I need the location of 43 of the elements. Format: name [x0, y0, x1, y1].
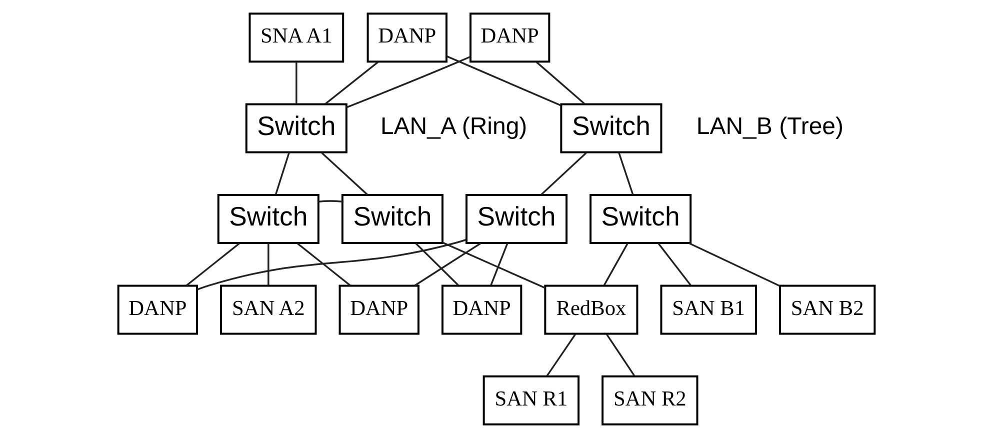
connector	[606, 334, 636, 376]
node-box: Switch	[341, 194, 444, 244]
connector	[546, 334, 576, 376]
connector	[604, 243, 628, 286]
label: LAN_A (Ring)	[380, 113, 528, 140]
node-box: SAN B1	[660, 284, 757, 335]
node-box: Switch	[465, 194, 568, 244]
connector	[186, 242, 240, 286]
node-box: DANP	[366, 12, 448, 63]
node-box: DANP	[441, 284, 522, 335]
connector	[446, 55, 562, 106]
node-box: DANP	[338, 284, 420, 335]
connector	[618, 152, 634, 195]
connector	[296, 62, 298, 104]
connector	[540, 152, 587, 196]
connector	[658, 242, 692, 286]
connector	[536, 61, 586, 105]
connector	[268, 243, 270, 286]
node-box: Switch	[560, 103, 662, 154]
connector	[324, 61, 379, 105]
node-box: DANP	[470, 12, 550, 63]
connector	[346, 56, 470, 108]
connector	[415, 242, 459, 286]
node-box: Switch	[590, 194, 692, 244]
node-box: SAN R1	[482, 375, 580, 426]
node-box: SAN B2	[778, 284, 876, 335]
connector	[196, 238, 466, 290]
node-box: Switch	[217, 194, 320, 244]
node-box: DANP	[117, 284, 198, 335]
node-box: Switch	[245, 103, 348, 154]
connector	[296, 242, 351, 286]
connector	[688, 242, 780, 287]
node-box: SAN A2	[220, 284, 317, 335]
connector	[318, 200, 342, 203]
node-box: RedBox	[544, 284, 638, 335]
connector	[442, 242, 546, 289]
label: LAN_B (Tree)	[696, 113, 844, 140]
node-box: SAN R2	[602, 375, 698, 426]
node-box: SNA A1	[248, 12, 344, 63]
connector	[321, 152, 368, 196]
connector	[490, 243, 508, 286]
connector	[414, 242, 482, 286]
connector	[274, 152, 290, 195]
